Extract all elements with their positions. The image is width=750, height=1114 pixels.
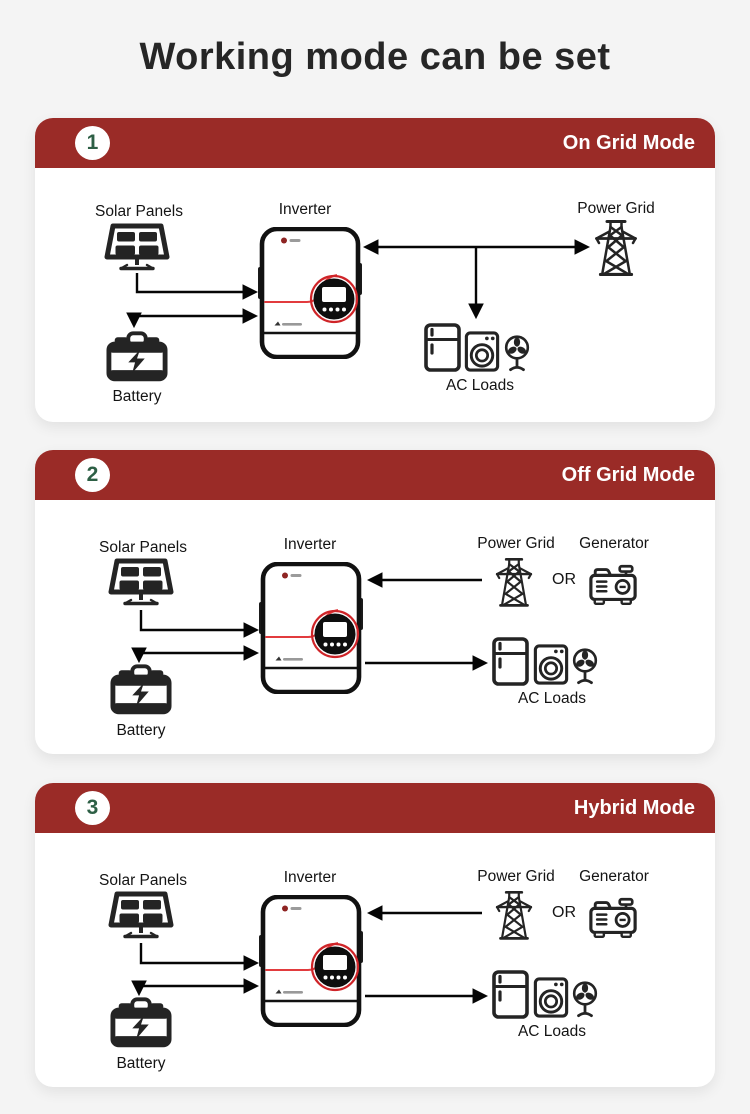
- panel-card-hybrid: 3 Hybrid Mode Solar Panels Inverter Powe…: [35, 783, 715, 1087]
- or-label: OR: [552, 904, 576, 921]
- solar-panels-label: Solar Panels: [99, 872, 187, 889]
- diagram-body: Solar Panels Inverter Power Grid OR Gene…: [35, 833, 715, 1087]
- mode-title: Hybrid Mode: [573, 796, 695, 819]
- solar-panels-icon: [108, 891, 174, 943]
- diagram-body: Solar Panels Inverter Power Grid Battery…: [35, 168, 715, 422]
- generator-icon: [588, 895, 638, 941]
- power-grid-icon: [494, 886, 534, 943]
- solar-panels-label: Solar Panels: [99, 539, 187, 556]
- battery-icon: [110, 664, 172, 721]
- fridge-icon: [492, 637, 529, 686]
- panel-header: 1 On Grid Mode: [35, 118, 715, 168]
- generator-icon: [588, 562, 638, 608]
- inverter-icon: [258, 227, 362, 359]
- power-grid-label: Power Grid: [477, 868, 555, 885]
- fridge-icon: [492, 970, 529, 1019]
- connection-arrows: [131, 572, 489, 671]
- battery-icon: [110, 997, 172, 1054]
- washing-machine-icon: [533, 644, 569, 685]
- inverter-icon: [259, 562, 363, 694]
- fan-icon: [570, 648, 600, 685]
- panel-header: 3 Hybrid Mode: [35, 783, 715, 833]
- generator-label: Generator: [579, 868, 649, 885]
- mode-title: On Grid Mode: [562, 131, 695, 154]
- power-grid-label: Power Grid: [477, 535, 555, 552]
- solar-panels-icon: [104, 223, 170, 275]
- panel-header: 2 Off Grid Mode: [35, 450, 715, 500]
- inverter-label: Inverter: [283, 536, 337, 553]
- diagram-body: Solar Panels Inverter Power Grid OR Gene…: [35, 500, 715, 754]
- battery-icon: [106, 331, 168, 388]
- step-number-badge: 1: [75, 126, 110, 160]
- page-title: Working mode can be set: [139, 36, 611, 78]
- washing-machine-icon: [533, 977, 569, 1018]
- battery-label: Battery: [116, 1055, 166, 1072]
- battery-label: Battery: [116, 722, 166, 739]
- washing-machine-icon: [464, 331, 500, 372]
- power-grid-icon: [593, 218, 639, 276]
- ac-loads-label: AC Loads: [517, 690, 587, 707]
- inverter-icon: [259, 895, 363, 1027]
- solar-panels-icon: [108, 558, 174, 610]
- battery-label: Battery: [112, 388, 162, 405]
- fan-icon: [502, 335, 532, 372]
- generator-label: Generator: [579, 535, 649, 552]
- inverter-label: Inverter: [283, 869, 337, 886]
- panel-card-on-grid: 1 On Grid Mode Solar Panels Inverter Pow…: [35, 118, 715, 422]
- fan-icon: [570, 981, 600, 1018]
- inverter-label: Inverter: [278, 201, 332, 218]
- power-grid-label: Power Grid: [577, 200, 655, 217]
- mode-title: Off Grid Mode: [561, 463, 695, 486]
- power-grid-icon: [494, 553, 534, 610]
- step-number-badge: 2: [75, 458, 110, 492]
- ac-loads-label: AC Loads: [517, 1023, 587, 1040]
- ac-loads-label: AC Loads: [445, 377, 515, 394]
- panel-card-off-grid: 2 Off Grid Mode Solar Panels Inverter Po…: [35, 450, 715, 754]
- or-label: OR: [552, 571, 576, 588]
- solar-panels-label: Solar Panels: [95, 203, 183, 220]
- step-number-badge: 3: [75, 791, 110, 825]
- connection-arrows: [131, 905, 489, 1004]
- connection-arrows: [126, 239, 591, 329]
- fridge-icon: [424, 323, 461, 372]
